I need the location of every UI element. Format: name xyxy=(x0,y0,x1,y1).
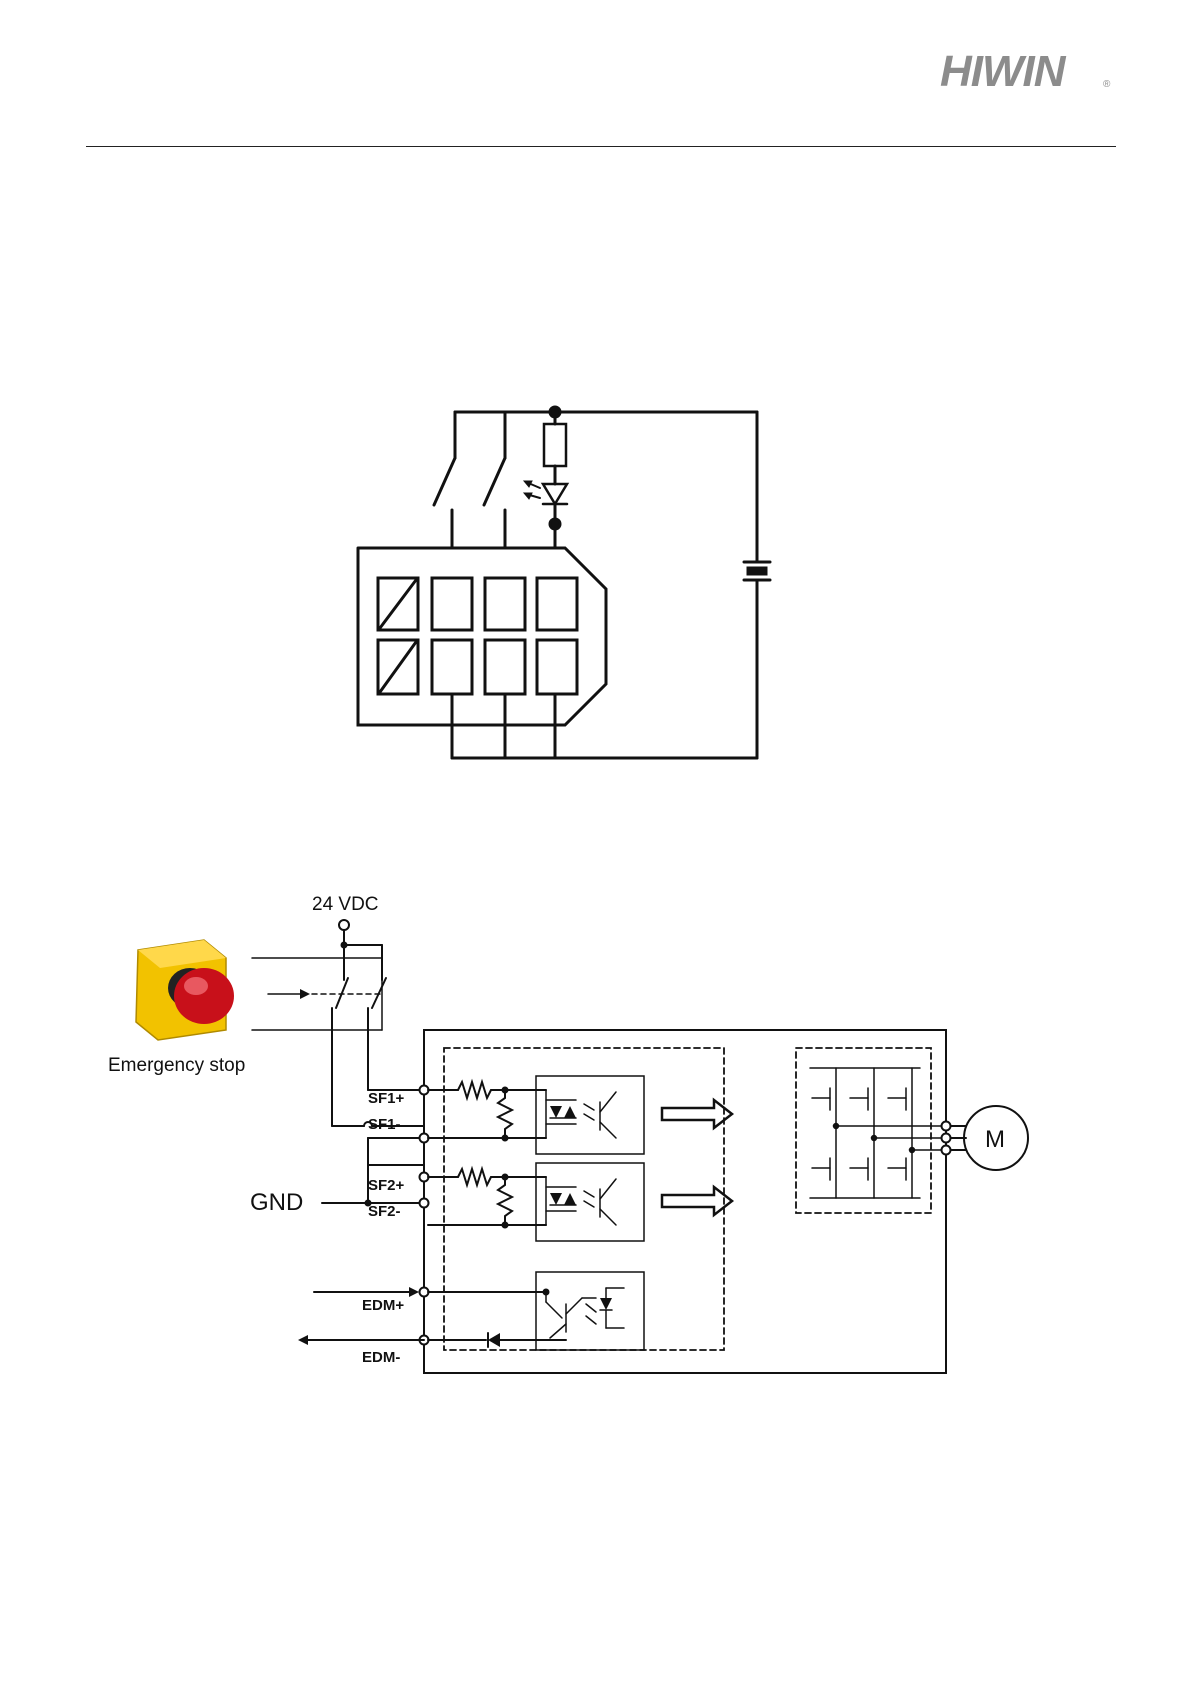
sf1-led-forward xyxy=(550,1106,562,1118)
motor-label: M xyxy=(985,1126,1005,1153)
header-divider xyxy=(86,146,1116,147)
sf2-light-arrow xyxy=(584,1191,594,1197)
connector-housing xyxy=(358,548,606,725)
connector-pin-blocked-slash xyxy=(380,580,416,628)
supply-voltage-label: 24 VDC xyxy=(312,894,379,915)
connector-pin xyxy=(485,578,525,630)
hiwin-logo: HIWIN ® xyxy=(940,40,1120,100)
motor-terminal-v xyxy=(942,1134,951,1143)
pin-label-edm-plus: EDM+ xyxy=(362,1297,404,1314)
resistor xyxy=(544,424,566,466)
sf1-shunt-resistor xyxy=(498,1090,512,1138)
edm-transistor-wire xyxy=(566,1298,582,1314)
safe-torque-off-circuit-diagram: 24 VDC Emergency stop GND SF1+ SF1- xyxy=(100,880,1060,1410)
connector-pin xyxy=(485,640,525,694)
sf1-signal-arrow xyxy=(662,1100,732,1128)
sf2-led-reverse xyxy=(564,1193,576,1205)
connector-pin xyxy=(432,578,472,630)
junction-dot xyxy=(872,1136,877,1141)
emergency-stop-button-icon xyxy=(136,940,234,1040)
sf1-led-reverse xyxy=(564,1106,576,1118)
sf1-optocoupler xyxy=(536,1076,644,1154)
edm-minus-arrowhead xyxy=(298,1335,308,1345)
edm-light-arrow xyxy=(586,1304,596,1312)
junction-dot xyxy=(503,1223,508,1228)
junction-dot xyxy=(910,1148,915,1153)
sf1-light-arrow xyxy=(584,1114,594,1120)
ground-label: GND xyxy=(250,1189,303,1216)
actuation-arrowhead xyxy=(300,989,310,999)
sf1-channel xyxy=(428,1076,644,1154)
switch-1-contact xyxy=(434,458,455,505)
sf2-series-resistor xyxy=(458,1169,491,1185)
power-stage-boundary xyxy=(796,1048,931,1213)
connector-pin xyxy=(537,578,577,630)
led-light-arrowhead xyxy=(524,481,532,487)
edm-plus-arrowhead xyxy=(409,1287,419,1297)
edm-optocoupler xyxy=(536,1272,644,1350)
sf2-signal-arrow xyxy=(662,1187,732,1215)
safety-connector-wiring-diagram xyxy=(350,400,790,770)
pin-label-sf1-minus: SF1- xyxy=(368,1116,401,1133)
sf2-light-arrow xyxy=(584,1201,594,1207)
edm-light-arrow xyxy=(586,1316,596,1324)
sf1-light-arrow xyxy=(584,1104,594,1110)
switch-2-contact xyxy=(484,458,505,505)
connector-pin xyxy=(432,640,472,694)
motor-terminal-u xyxy=(942,1122,951,1131)
logo-registered-mark: ® xyxy=(1103,79,1111,90)
igbt-inverter-bridge xyxy=(810,1068,946,1198)
edm-transistor-emitter xyxy=(550,1324,566,1338)
contact-2-blade xyxy=(372,978,386,1008)
motor-terminal-w xyxy=(942,1146,951,1155)
connector-pin-blocked-slash xyxy=(380,642,416,692)
pin-label-edm-minus: EDM- xyxy=(362,1349,400,1366)
edm-transistor-collector xyxy=(546,1302,562,1318)
logo-text: HIWIN xyxy=(940,47,1067,96)
sf1-phototransistor-emitter xyxy=(600,1122,616,1138)
junction-dot xyxy=(834,1124,839,1129)
junction-dot xyxy=(550,519,560,529)
terminal-sf2-minus xyxy=(420,1199,429,1208)
sf1-series-resistor xyxy=(458,1082,491,1098)
sf1-phototransistor-collector xyxy=(600,1092,616,1112)
sf2-channel xyxy=(428,1163,644,1241)
sf2-phototransistor-emitter xyxy=(600,1209,616,1225)
battery-cell xyxy=(748,568,766,574)
sf2-led-forward xyxy=(550,1193,562,1205)
connector-pin xyxy=(537,640,577,694)
edm-diode xyxy=(488,1333,500,1347)
led-light-arrowhead xyxy=(524,493,532,499)
pin-label-sf1-plus: SF1+ xyxy=(368,1090,405,1107)
edm-led xyxy=(600,1298,612,1310)
pin-label-sf2-minus: SF2- xyxy=(368,1203,401,1220)
sf2-shunt-resistor xyxy=(498,1177,512,1225)
sf2-optocoupler xyxy=(536,1163,644,1241)
emergency-stop-label: Emergency stop xyxy=(108,1055,245,1076)
junction-dot xyxy=(503,1136,508,1141)
sf2-phototransistor-collector xyxy=(600,1179,616,1199)
supply-terminal xyxy=(339,920,349,930)
pin-label-sf2-plus: SF2+ xyxy=(368,1177,405,1194)
led-diode xyxy=(543,484,567,504)
contact-1-blade xyxy=(336,978,348,1008)
